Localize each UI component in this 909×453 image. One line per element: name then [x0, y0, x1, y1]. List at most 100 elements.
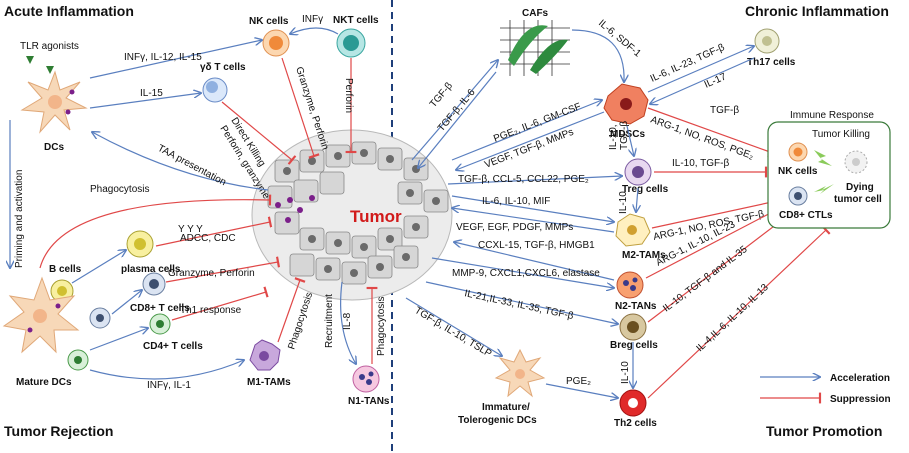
- ctl-small-icon: [788, 186, 808, 206]
- arrow-treg-to-m2: [636, 187, 638, 212]
- cd8-t-cell-icon: [142, 272, 166, 296]
- ccxl15-label: CCXL-15, TGF-β, HMGB1: [478, 240, 595, 251]
- title-acute-inflammation: Acute Inflammation: [4, 3, 134, 19]
- m2-tam-icon: [615, 213, 651, 247]
- arrow-mdsc-to-tumor: [456, 111, 605, 170]
- arrow-cd4-suppress: [171, 286, 269, 321]
- arrow-th2-suppress-immune: [647, 225, 831, 399]
- il21-label: IL-21,IL-33, IL-35, TGF-β: [463, 288, 574, 322]
- breg-cell-icon: [619, 313, 647, 341]
- arrow-gd-suppress-tumor: [221, 101, 297, 165]
- tumor-killing-label: Tumor Killing: [812, 129, 870, 140]
- arrow-cd8-suppress: [165, 256, 281, 283]
- arrow-mdsc-to-treg: [626, 125, 634, 156]
- th1-response-label: Th1 response: [180, 305, 242, 316]
- th17-cell-icon: [754, 28, 780, 54]
- dying-label-1: Dying: [846, 182, 874, 193]
- n2-tans-label: N2-TANs: [615, 301, 657, 312]
- nk-small-icon: [788, 142, 808, 162]
- arrow-taa-presentation: [92, 132, 269, 191]
- recruitment-label: Recruitment: [324, 294, 335, 348]
- phagocytosis-m1-label: Phagocytosis: [286, 291, 315, 351]
- arrow-dc-to-gd: [89, 93, 201, 109]
- nk-cells-label: NK cells: [249, 16, 289, 27]
- il10-m2-label: IL-10: [618, 191, 629, 214]
- arrow-nk-suppress-tumor: [281, 57, 320, 159]
- mature-dc-icon: [2, 276, 80, 354]
- tumor-label: Tumor: [350, 207, 402, 226]
- tlr-agonist-icon: [46, 66, 54, 74]
- arrow-to-cd8: [111, 290, 142, 315]
- il8-label: IL-8: [342, 312, 353, 330]
- vegf-egf-label: VEGF, EGF, PDGF, MMPs: [456, 222, 573, 233]
- arrow-breg-suppress-immune: [647, 209, 795, 323]
- treg-cells-label: Treg cells: [622, 184, 669, 195]
- arrow-b-to-plasma: [71, 250, 126, 284]
- il6-il10-mif-label: IL-6, IL-10, MIF: [482, 196, 550, 207]
- arrow-tumor-to-immdc: [405, 297, 502, 356]
- immune-response-title: Immune Response: [790, 110, 874, 121]
- arrow-tumor-to-m2: [451, 195, 614, 222]
- arrow-nkt-to-nk: [290, 28, 339, 34]
- cd4-t-cell-icon: [149, 313, 171, 335]
- tlr-agonists-label: TLR agonists: [20, 41, 79, 52]
- cd8-t-cells-label: CD8+ T cells: [130, 303, 190, 314]
- breg-cells-label: Breg cells: [610, 340, 658, 351]
- arrow-tumor-to-n2: [431, 257, 614, 288]
- killing-bolt-icon: [814, 184, 834, 194]
- pge2-bottom-label: PGE₂: [566, 376, 591, 387]
- tumor-mass: [251, 129, 453, 301]
- arrow-to-cd4: [89, 328, 148, 351]
- title-tumor-promotion: Tumor Promotion: [766, 423, 882, 439]
- cd4-t-cells-label: CD4+ T cells: [143, 341, 203, 352]
- immune-ctl-label: CD8+ CTLs: [779, 210, 833, 221]
- th2-cell-icon: [619, 389, 647, 417]
- nk-cell-icon: [262, 29, 290, 57]
- adcc-label: ADCC, CDC: [180, 233, 236, 244]
- m1-tam-icon: [249, 339, 281, 371]
- b-cells-label: B cells: [49, 264, 82, 275]
- tlr-agonist-icon: [26, 56, 34, 64]
- arrow-th17-to-mdsc: [650, 57, 755, 104]
- arrow-to-m1: [89, 360, 244, 380]
- arrow-n2-to-tumor: [454, 242, 615, 281]
- killing-bolt-icon: [814, 150, 832, 166]
- cd8-small-cell-icon: [89, 307, 111, 329]
- arrow-cafs-to-mdsc: [571, 29, 624, 82]
- il10-th2-label: IL-10: [620, 361, 631, 384]
- il4-label: IL-4,IL-6, IL-10, IL-13: [695, 282, 772, 354]
- plasma-cell-icon: [126, 230, 154, 258]
- n2-tan-icon: [616, 271, 644, 299]
- th2-cells-label: Th2 cells: [614, 418, 657, 429]
- arrow-mdsc-to-th17: [647, 46, 754, 93]
- mdsc-icon: [603, 83, 649, 125]
- tgfb-mdsc-label: TGF-β: [710, 105, 739, 116]
- arrow-plasma-suppress: [155, 216, 273, 247]
- n1-tan-icon: [352, 365, 380, 393]
- arrow-m2-suppress-immune: [651, 196, 775, 229]
- arrow-m1-suppress: [277, 277, 306, 343]
- cd4-small-cell-icon: [67, 349, 89, 371]
- immune-nk-label: NK cells: [778, 166, 818, 177]
- mmp9-label: MMP-9, CXCL1,CXCL6, elastase: [452, 268, 600, 279]
- il15-label: IL-15: [140, 88, 163, 99]
- il10-tgfb-treg-label-1: IL-10,: [608, 124, 619, 150]
- gd-t-cells-label: γδ T cells: [200, 62, 246, 73]
- cafs-label: CAFs: [522, 8, 549, 19]
- arrow-n2-suppress-immune: [645, 202, 784, 279]
- treg-cell-icon: [624, 158, 652, 186]
- arrow-dc-to-nk: [89, 40, 262, 79]
- tgfb-ccl5-label: TGF-β, CCL-5, CCL22, PGE₂: [458, 174, 589, 185]
- title-chronic-inflammation: Chronic Inflammation: [745, 3, 889, 19]
- arrow-phagocytosis-top: [39, 194, 272, 269]
- immature-dcs-label-2: Tolerogenic DCs: [458, 415, 537, 426]
- title-tumor-rejection: Tumor Rejection: [4, 423, 113, 439]
- arrow-tumor-to-cafs: [411, 60, 498, 161]
- arg1-no-ros-pge2-label: ARG-1, NO, ROS, PGE₂: [649, 114, 755, 162]
- plasma-cells-label: plasma cells: [121, 264, 181, 275]
- n1-tans-label: N1-TANs: [348, 396, 390, 407]
- mdscs-label: MDSCs: [610, 129, 645, 140]
- legend-acceleration-label: Acceleration: [830, 373, 890, 384]
